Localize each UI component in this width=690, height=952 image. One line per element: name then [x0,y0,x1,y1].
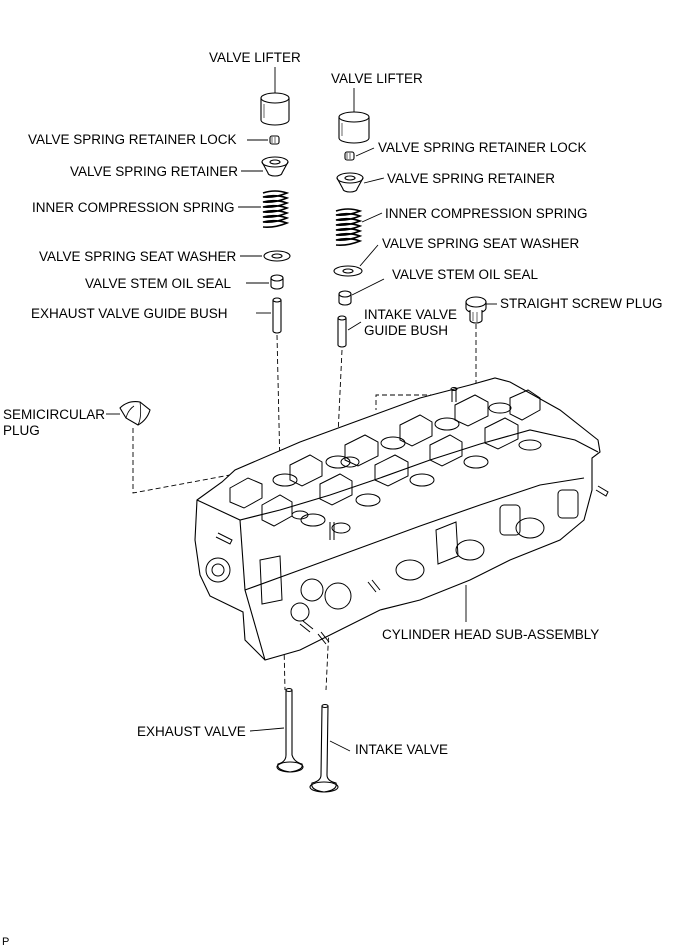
label-exhaust-spring-retainer: VALVE SPRING RETAINER [70,164,239,179]
exhaust-seat-washer [263,250,291,262]
intake-seat-washer [333,265,363,277]
label-intake-stem-oil-seal: VALVE STEM OIL SEAL [392,267,539,282]
intake-spring-retainer [336,172,364,193]
label-intake-guide-bush-line2: GUIDE BUSH [364,323,449,338]
corner-mark: P [2,936,10,948]
intake-guide-bush [337,315,347,348]
exhaust-retainer-lock [269,135,280,145]
label-exhaust-valve: EXHAUST VALVE [137,724,246,739]
exhaust-valve [276,687,304,773]
label-intake-retainer-lock: VALVE SPRING RETAINER LOCK [378,140,587,155]
label-semicircular-plug-line2: PLUG [3,423,40,438]
label-straight-screw-plug: STRAIGHT SCREW PLUG [500,296,663,311]
label-exhaust-inner-spring: INNER COMPRESSION SPRING [32,200,235,215]
exhaust-stem-oil-seal [270,274,284,290]
exhaust-valve-lifter [260,92,290,126]
label-intake-valve-lifter: VALVE LIFTER [331,71,423,86]
label-exhaust-stem-oil-seal: VALVE STEM OIL SEAL [85,276,232,291]
label-cylinder-head: CYLINDER HEAD SUB-ASSEMBLY [382,627,600,642]
label-intake-valve: INTAKE VALVE [355,742,449,757]
straight-screw-plug [465,296,487,324]
intake-valve-lifter [338,111,370,144]
semicircular-plug [119,401,151,426]
label-intake-seat-washer: VALVE SPRING SEAT WASHER [382,236,580,251]
label-intake-spring-retainer: VALVE SPRING RETAINER [387,171,556,186]
label-exhaust-retainer-lock: VALVE SPRING RETAINER LOCK [28,132,237,147]
exhaust-spring-retainer [261,156,289,177]
intake-inner-spring [335,208,363,246]
exhaust-guide-bush [272,297,282,334]
exhaust-inner-spring [262,190,290,228]
label-intake-inner-spring: INNER COMPRESSION SPRING [385,206,588,221]
label-exhaust-guide-bush: EXHAUST VALVE GUIDE BUSH [31,306,228,321]
label-exhaust-valve-lifter: VALVE LIFTER [209,50,301,65]
intake-valve [309,703,339,793]
label-intake-guide-bush-line1: INTAKE VALVE [364,307,458,322]
intake-retainer-lock [344,151,355,161]
label-exhaust-seat-washer: VALVE SPRING SEAT WASHER [39,249,237,264]
intake-stem-oil-seal [338,290,352,306]
label-semicircular-plug-line1: SEMICIRCULAR [3,407,106,422]
cylinder-head-body [194,377,609,661]
